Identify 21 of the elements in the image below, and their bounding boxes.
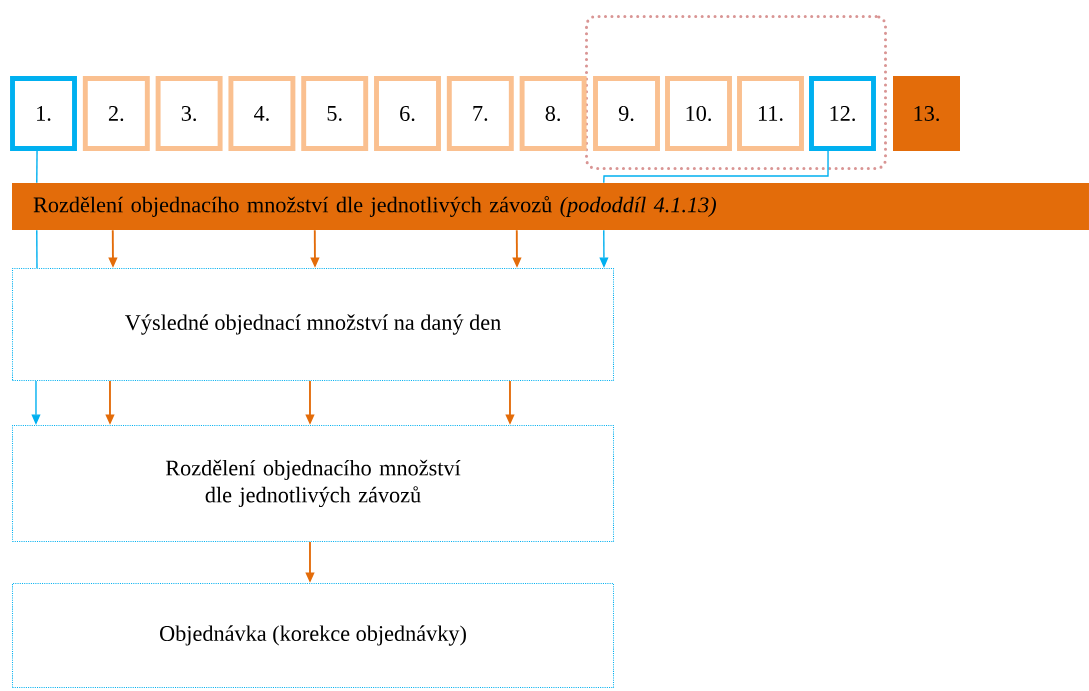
step-box: 4. <box>228 76 296 151</box>
process-box: Výsledné objednací množství na daný den <box>12 267 615 382</box>
connector-line <box>36 229 38 269</box>
process-box: Objednávka (korekce objednávky) <box>12 582 615 688</box>
connector-line <box>36 150 38 184</box>
step-box: 9. <box>593 76 660 151</box>
step-box: 11. <box>737 76 804 151</box>
step-box: 1. <box>10 76 77 151</box>
connector-line <box>603 150 829 184</box>
step-box: 5. <box>301 76 369 151</box>
step-box: 13. <box>893 76 960 151</box>
step-box: 6. <box>374 76 441 151</box>
process-box: Rozdělení objednacího množství dle jednotlivých závozů <box>12 424 615 542</box>
process-bar: Rozdělení objednacího množství dle jednotlivých závozů (pododdíl 4.1.13) <box>12 183 1089 230</box>
step-box: 8. <box>519 76 587 151</box>
step-box: 10. <box>665 76 732 151</box>
dotted-frame <box>585 14 888 170</box>
step-box: 12. <box>809 76 876 151</box>
step-box: 3. <box>155 76 223 151</box>
step-box: 2. <box>82 76 150 151</box>
step-box: 7. <box>446 76 514 151</box>
